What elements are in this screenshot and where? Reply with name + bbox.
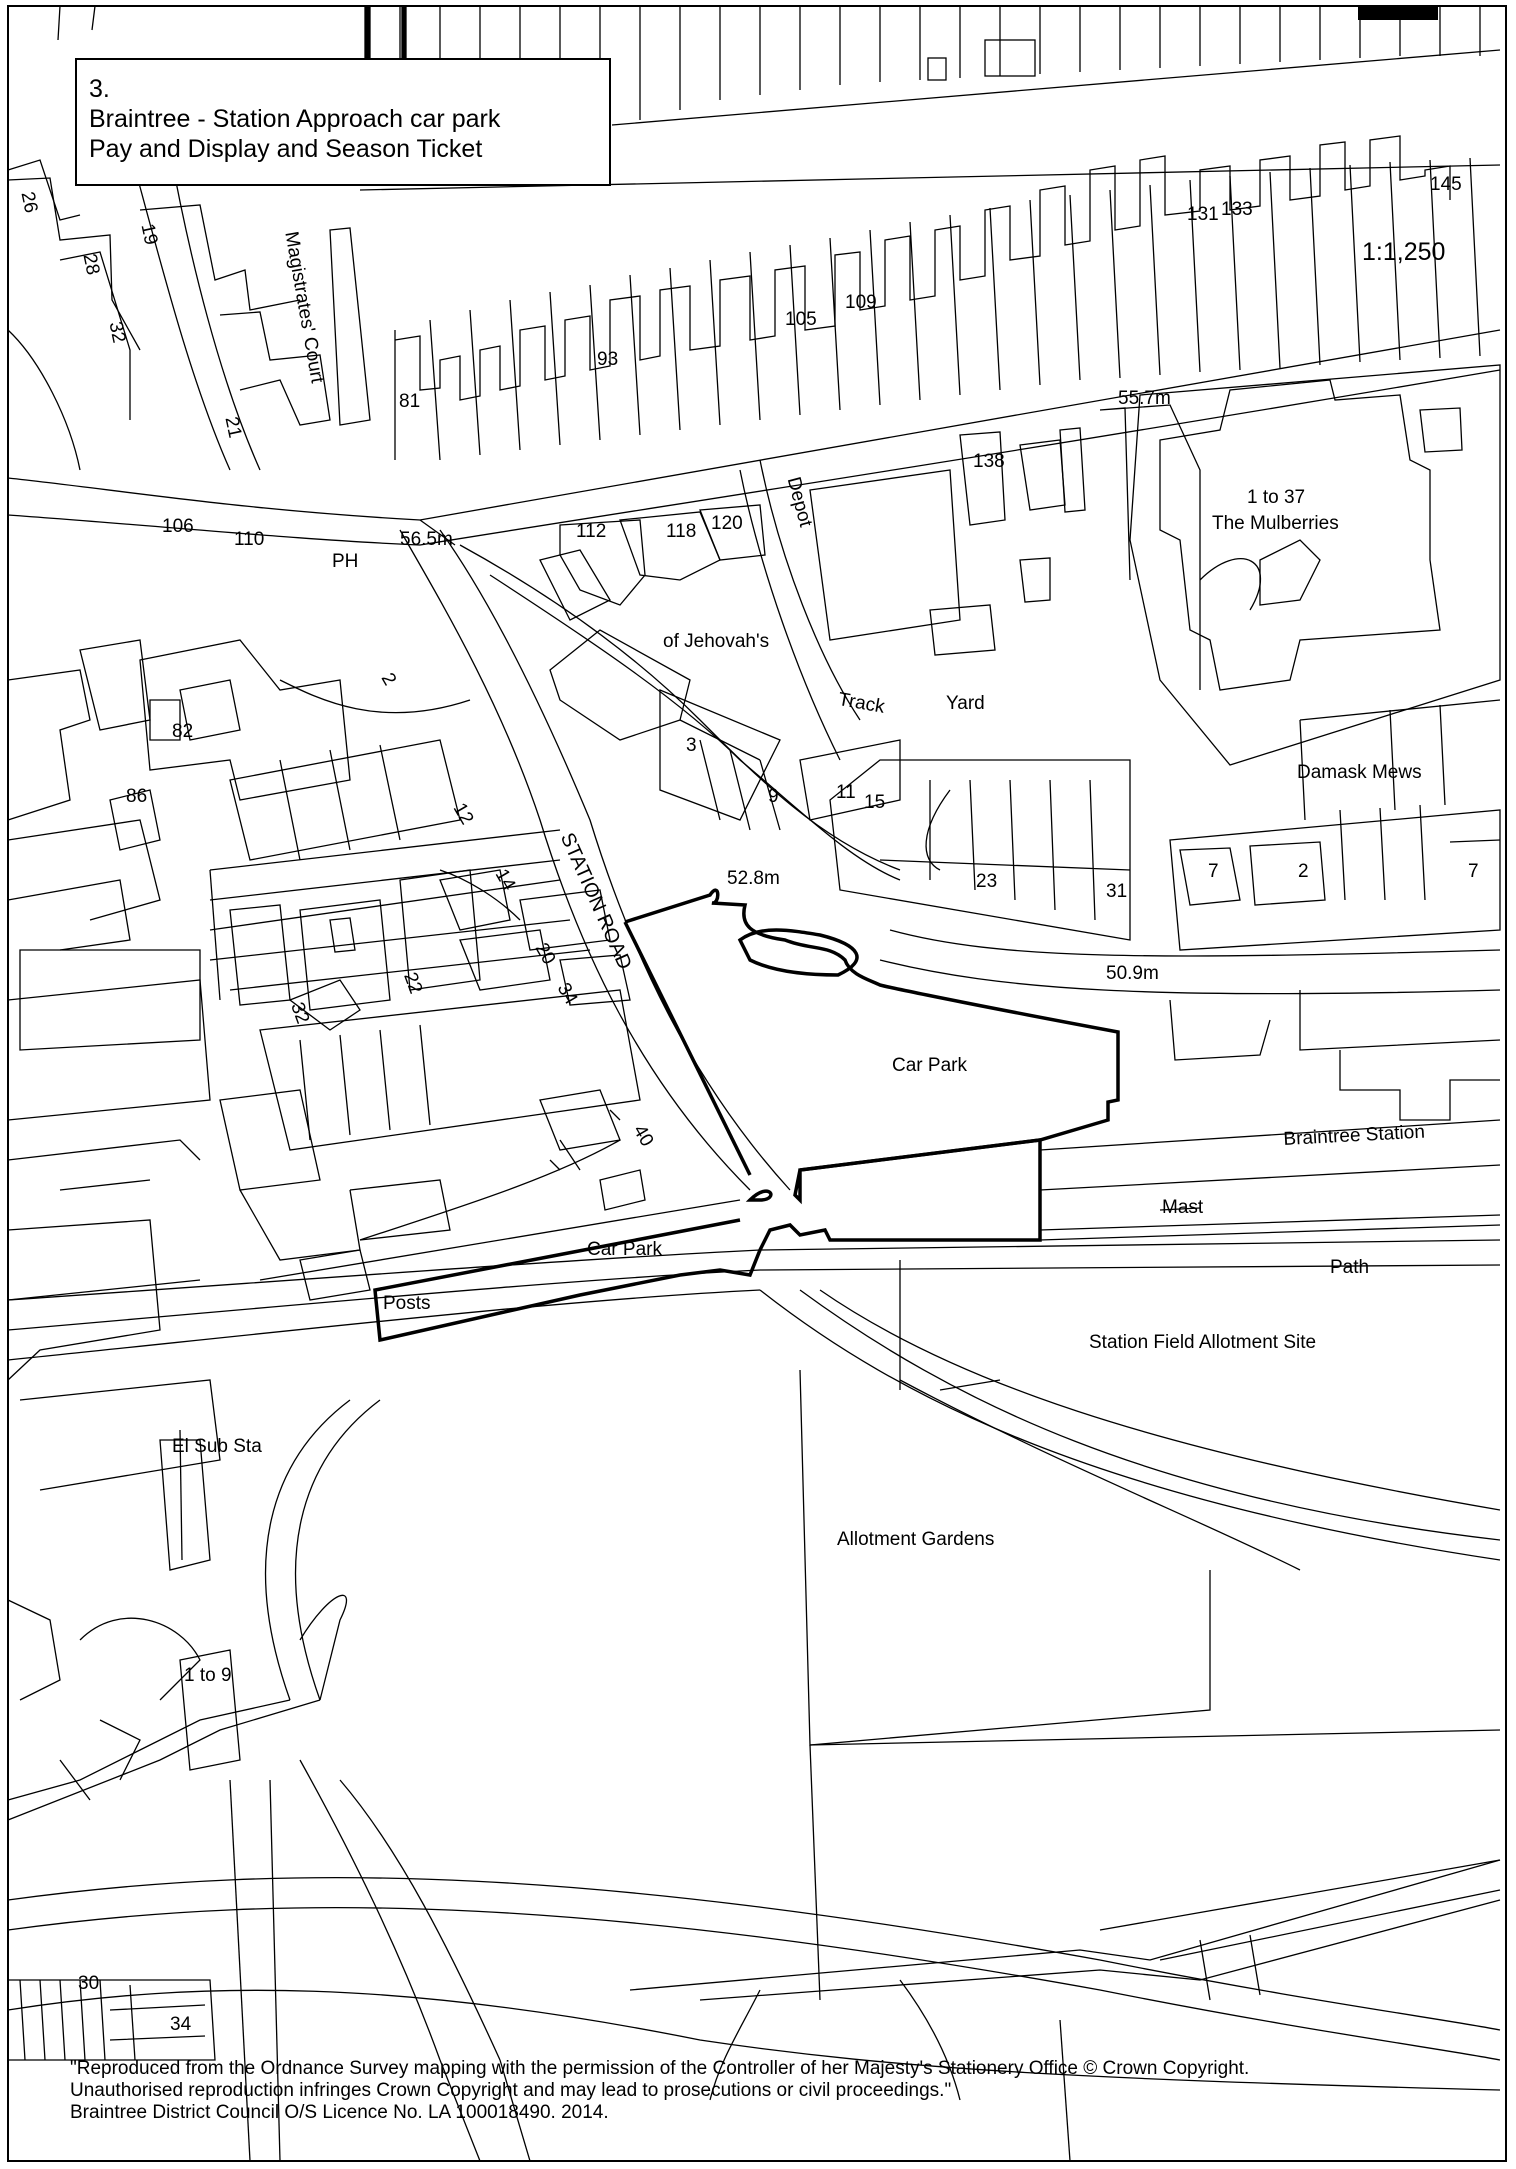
map-frame xyxy=(7,5,1507,2162)
label-car-park-2: Car Park xyxy=(587,1239,662,1260)
house-number: 86 xyxy=(126,786,148,807)
house-number: 7 xyxy=(1468,861,1479,882)
house-number: 9 xyxy=(768,786,779,807)
house-number: 133 xyxy=(1221,199,1253,220)
label-mulberries: The Mulberries xyxy=(1212,513,1339,534)
house-number: 109 xyxy=(845,292,877,313)
house-number: 19 xyxy=(136,221,162,247)
label-path: Path xyxy=(1330,1257,1370,1278)
house-number: 2 xyxy=(1298,861,1309,882)
spot-height-50-9: 50.9m xyxy=(1106,963,1159,984)
house-number: 81 xyxy=(399,391,421,412)
house-number: 105 xyxy=(785,309,817,330)
house-number: 131 xyxy=(1187,204,1219,225)
label-damask-mews: Damask Mews xyxy=(1297,762,1422,783)
label-mulberries-number: 1 to 37 xyxy=(1247,487,1306,508)
house-number: 93 xyxy=(597,349,619,370)
label-el-sub-sta: El Sub Sta xyxy=(172,1436,262,1457)
house-number: 28 xyxy=(78,251,104,277)
house-number: 138 xyxy=(973,451,1005,472)
house-number: 7 xyxy=(1208,861,1219,882)
car-park-boundary xyxy=(373,888,1120,1343)
house-number: 11 xyxy=(836,782,856,803)
label-posts: Posts xyxy=(383,1293,431,1314)
house-number: 30 xyxy=(78,1973,100,1994)
spot-height-56-5: 56.5m xyxy=(400,529,453,550)
copyright-line-3: Braintree District Council O/S Licence N… xyxy=(70,2102,609,2123)
house-number: 118 xyxy=(666,521,697,542)
label-flats-1-to-9: 1 to 9 xyxy=(184,1665,232,1686)
house-number: 34 xyxy=(170,2014,192,2035)
title-block: 3. Braintree - Station Approach car park… xyxy=(75,58,611,186)
house-number: 112 xyxy=(576,521,607,542)
map-linework xyxy=(7,5,1501,2162)
house-number: 82 xyxy=(172,721,194,742)
label-ph: PH xyxy=(332,551,359,572)
spot-height-52-8: 52.8m xyxy=(727,868,780,889)
house-number: 3 xyxy=(686,735,697,756)
label-allotment-gardens: Allotment Gardens xyxy=(837,1529,995,1550)
title-line-2: Pay and Display and Season Ticket xyxy=(89,135,483,163)
house-number: 23 xyxy=(976,871,998,892)
title-line-1: Braintree - Station Approach car park xyxy=(89,105,501,133)
house-number: 110 xyxy=(234,529,265,550)
label-yard: Yard xyxy=(946,693,985,714)
label-station-field: Station Field Allotment Site xyxy=(1089,1332,1317,1353)
copyright-notice: "Reproduced from the Ordnance Survey map… xyxy=(70,2058,1249,2124)
copyright-line-2: Unauthorised reproduction infringes Crow… xyxy=(70,2080,952,2101)
map-scale: 1:1,250 xyxy=(1362,238,1446,266)
house-number: 32 xyxy=(104,319,130,345)
house-number: 26 xyxy=(16,189,42,215)
house-number: 145 xyxy=(1430,174,1462,195)
house-number: 106 xyxy=(162,516,194,537)
label-car-park-1: Car Park xyxy=(892,1055,967,1076)
house-number: 21 xyxy=(220,414,246,440)
title-number: 3. xyxy=(89,75,110,103)
copyright-line-1: "Reproduced from the Ordnance Survey map… xyxy=(70,2058,1250,2079)
house-number: 31 xyxy=(1106,881,1128,902)
label-mast: Mast xyxy=(1162,1197,1204,1218)
spot-height-55-7: 55.7m xyxy=(1118,388,1171,409)
frame-corner-mark xyxy=(1358,6,1438,20)
house-number: 120 xyxy=(711,513,743,534)
label-jehovah: of Jehovah's xyxy=(663,631,770,652)
house-number: 15 xyxy=(864,792,886,813)
